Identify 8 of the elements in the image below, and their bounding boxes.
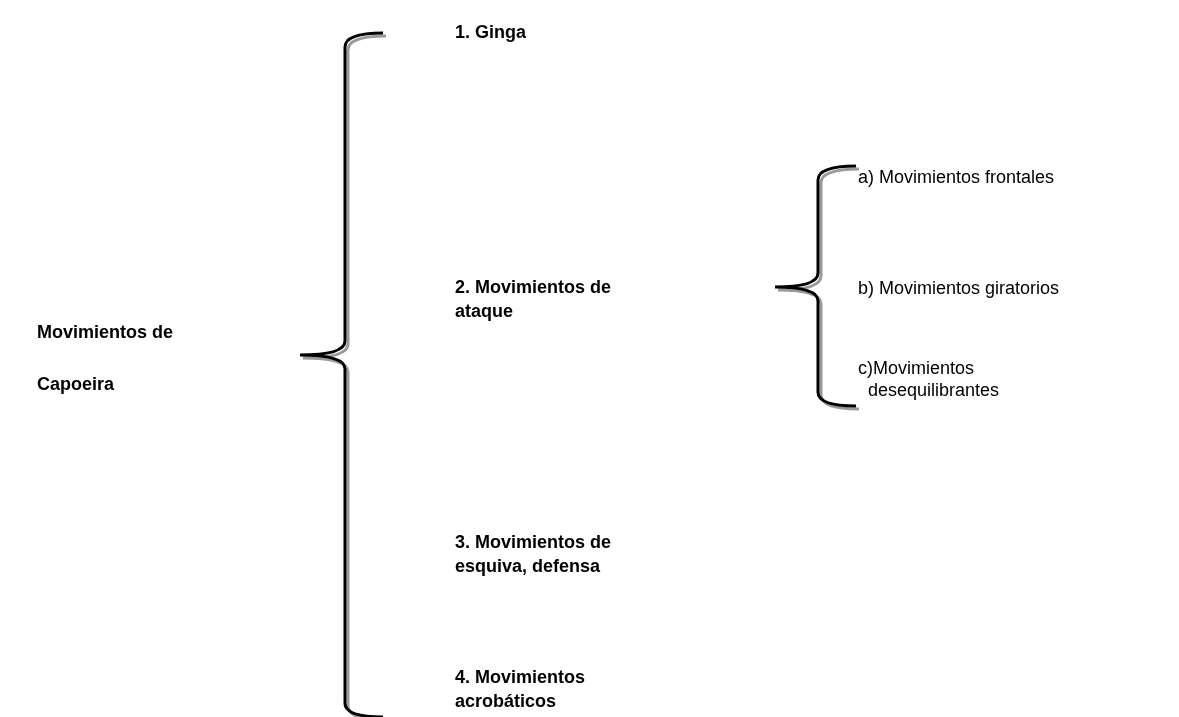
list-item-text: c)Movimientos desequilibrantes (858, 357, 1001, 401)
list-item-text: Movimientos de Capoeira (37, 321, 175, 396)
list-item-text: a) Movimientos frontales (858, 166, 1056, 189)
list-item-text: 1. Ginga (455, 21, 527, 44)
list-item-text: 3. Movimientos de esquiva, defensa (455, 531, 613, 578)
list-item-text: 2. Movimientos de ataque (455, 276, 613, 323)
list-item-text: b) Movimientos giratorios (858, 277, 1061, 300)
list-item-text: 4. Movimientos acrobáticos (455, 666, 587, 713)
